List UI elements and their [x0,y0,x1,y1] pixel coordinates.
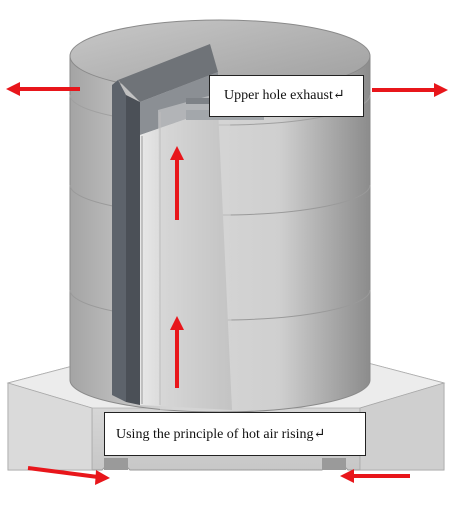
rising-arrow-lower [170,316,184,388]
exhaust-arrow-left [6,82,80,96]
rising-arrow-upper [170,146,184,220]
intake-slot-right [322,458,346,470]
upper-hole-exhaust-label: Upper hole exhaust↵ [209,75,364,117]
intake-slot-left [104,458,128,470]
intake-arrow-right [340,469,410,483]
hot-air-rising-label: Using the principle of hot air rising↵ [104,412,366,456]
arrows [6,82,448,485]
intake-arrow-left [27,466,110,485]
exhaust-arrow-right [372,83,448,97]
